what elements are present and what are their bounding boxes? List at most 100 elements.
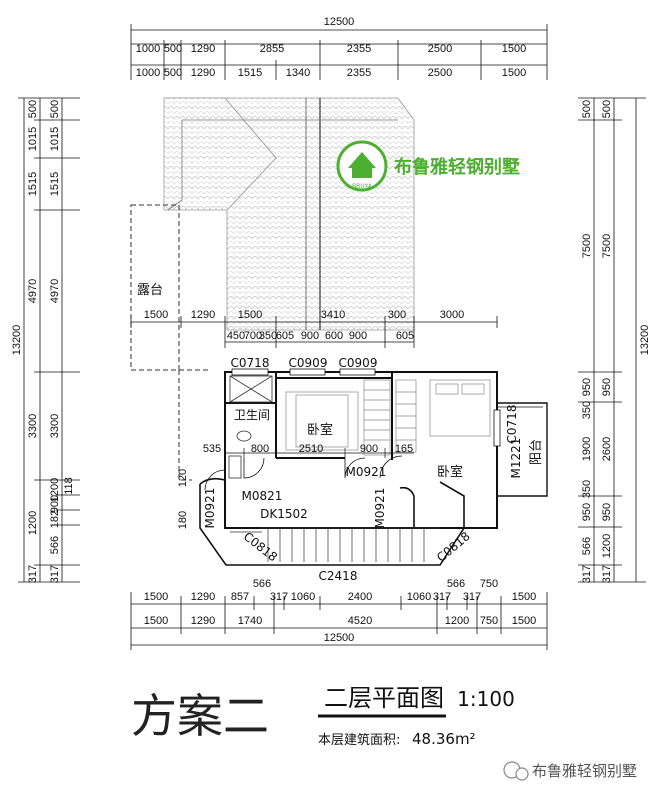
dim-label: 1340 — [286, 67, 310, 79]
dim-label: 950 — [581, 378, 593, 396]
dim-label: 500 — [601, 100, 613, 118]
door-swings — [204, 455, 403, 491]
dim-label: 900 — [49, 495, 61, 513]
dim-label: 317 — [27, 565, 39, 583]
dim-label: 2600 — [601, 437, 613, 461]
dim-label: 950 — [601, 503, 613, 521]
dim-label: 2500 — [428, 43, 452, 55]
dim-label: 600 — [325, 330, 343, 342]
stair-bay — [199, 477, 465, 566]
dim-label: 1500 — [144, 309, 168, 321]
room-label-bedroom-2: 卧室 — [437, 464, 463, 480]
top-dims-row1: 1000 500 1290 2855 2355 2500 1500 — [136, 43, 526, 55]
dim-label: 1500 — [502, 67, 526, 79]
dim-label: 605 — [276, 330, 294, 342]
door-label: M0921 — [373, 488, 387, 529]
window-label: C0718 — [505, 405, 519, 444]
room-label-balcony: 阳台 — [529, 439, 544, 465]
dim-label: 3000 — [440, 309, 464, 321]
interior-dimensions — [130, 316, 498, 348]
dim-label: 1500 — [502, 43, 526, 55]
dim-label: 1500 — [512, 615, 536, 627]
window-label: C0818 — [241, 529, 280, 564]
dim-label: 500 — [49, 100, 61, 118]
dim-label: 450 — [227, 330, 245, 342]
dim-label: 317 — [601, 565, 613, 583]
stair-treads — [230, 527, 440, 562]
dim-label: 1900 — [581, 437, 593, 461]
dim-label: 1000 — [136, 43, 160, 55]
brand-logo: BRUYA 布鲁雅轻钢别墅 — [336, 140, 388, 192]
door-label: M0921 — [346, 465, 387, 479]
window-label: C0718 — [231, 356, 270, 370]
roof-area — [163, 97, 415, 331]
dim-label: 182 — [49, 510, 61, 528]
window-marks — [231, 368, 501, 447]
dim-label: 500 — [581, 100, 593, 118]
dim-label: 1200 — [27, 511, 39, 535]
dim-label: 350 — [581, 480, 593, 498]
dim-label: 1290 — [191, 309, 215, 321]
left-dimensions — [18, 97, 80, 583]
right-dims-row1: 500 7500 950 2600 950 1200 317 — [601, 100, 613, 583]
dim-label: 1740 — [238, 615, 262, 627]
dim-label: 1500 — [144, 591, 168, 603]
dim-label: 1060 — [291, 591, 315, 603]
dim-label: 350 — [581, 401, 593, 419]
dim-label: 535 — [203, 443, 221, 455]
dim-label: 350 — [259, 330, 277, 342]
dim-label: 1200 — [445, 615, 469, 627]
dim-label: 1515 — [238, 67, 262, 79]
dim-label: 1000 — [136, 67, 160, 79]
dim-label: 118 — [63, 477, 75, 495]
dim-label: 300 — [388, 309, 406, 321]
window-label: C0909 — [289, 356, 328, 370]
right-dimensions — [578, 97, 646, 583]
dim-label: 4970 — [49, 279, 61, 303]
dim-label: 1290 — [191, 67, 215, 79]
terrace-outline — [130, 204, 210, 481]
dim-label: 2510 — [299, 443, 323, 455]
dim-label: 317 — [433, 591, 451, 603]
dim-label: 1515 — [49, 172, 61, 196]
dim-label: 566 — [447, 578, 465, 590]
dim-label: 4970 — [27, 279, 39, 303]
dim-label: 1015 — [27, 127, 39, 151]
dim-label: 700 — [244, 330, 262, 342]
dim-label: 566 — [253, 578, 271, 590]
left-dims-row1: 500 1015 1515 4970 3300 1200 317 — [27, 100, 39, 583]
dim-label: 950 — [601, 378, 613, 396]
dim-label: 1500 — [238, 309, 262, 321]
dim-label: 566 — [49, 536, 61, 554]
dim-label: 950 — [581, 503, 593, 521]
dim-label: 500 — [164, 43, 182, 55]
dim-label: 605 — [396, 330, 414, 342]
bedroom1-furniture — [285, 379, 391, 456]
watermark-text: 布鲁雅轻钢别墅 — [532, 762, 637, 780]
dim-label: 1500 — [144, 615, 168, 627]
bottom-total-dim: 12500 — [324, 632, 355, 644]
scale-label: 1:100 — [457, 687, 515, 711]
room-dimensions — [224, 448, 414, 458]
logo-text: BRUYA — [352, 183, 373, 190]
area-value: 48.36m² — [412, 730, 476, 748]
dim-label: 1290 — [191, 615, 215, 627]
room-label-terrace: 露台 — [137, 283, 163, 298]
dim-label: 857 — [231, 591, 249, 603]
window-label: C0909 — [339, 356, 378, 370]
dim-label: 1515 — [27, 172, 39, 196]
dim-label: 317 — [270, 591, 288, 603]
dim-label: 3300 — [49, 414, 61, 438]
logo-subtext: 布鲁雅轻钢别墅 — [348, 177, 376, 183]
area-label: 本层建筑面积: — [318, 732, 400, 748]
top-total-dim: 12500 — [324, 16, 355, 28]
dim-label: 317 — [49, 565, 61, 583]
dim-label: 1060 — [407, 591, 431, 603]
dim-label: 317 — [581, 565, 593, 583]
dim-label: 2355 — [347, 43, 371, 55]
bottom-dimensions — [130, 592, 548, 650]
window-label: C0818 — [434, 529, 473, 565]
dim-label: 2355 — [347, 67, 371, 79]
room-label-bedroom-1: 卧室 — [307, 422, 333, 438]
